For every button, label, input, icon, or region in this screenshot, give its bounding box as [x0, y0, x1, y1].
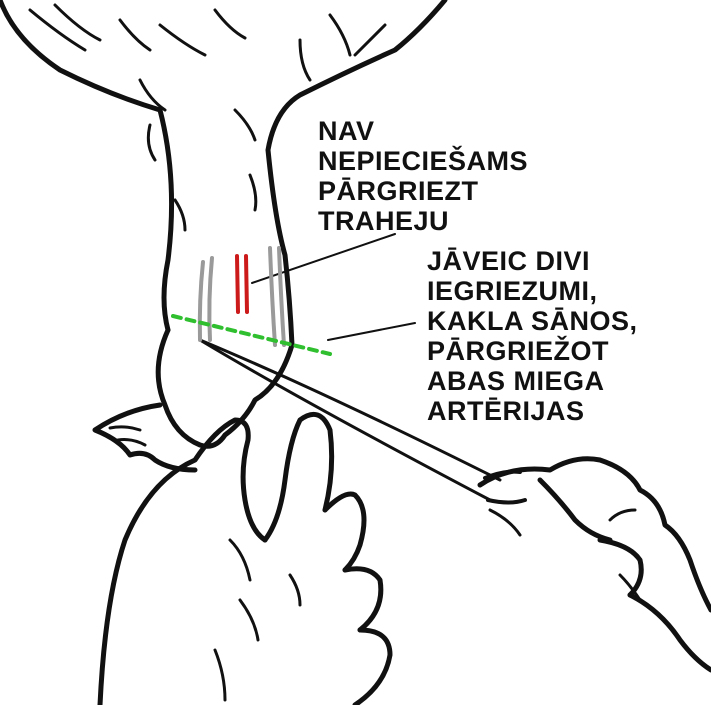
- bird-head-outline: [155, 327, 295, 449]
- feather-stroke: [233, 108, 257, 142]
- feather-stroke: [173, 198, 187, 232]
- feather-stroke: [353, 23, 387, 57]
- right-hand-finger: [537, 477, 613, 543]
- feather-stroke: [328, 13, 352, 57]
- right-hand-finger: [627, 592, 711, 673]
- artery-cut-lines: [235, 254, 249, 314]
- left-hand-finger: [262, 411, 335, 543]
- bird-beak: [92, 402, 198, 473]
- right-hand-knuckle: [488, 508, 522, 537]
- trachea-note-line: NEPIECIEŠAMS: [318, 146, 529, 176]
- knife-handle: [483, 469, 527, 505]
- feather-stroke: [53, 3, 102, 42]
- bird-body-left-outline: [0, 0, 175, 333]
- knife-blade-icon: [198, 338, 502, 482]
- feather-stroke: [248, 173, 258, 212]
- feather-stroke: [298, 38, 312, 82]
- cut-note-line: KAKLA SĀNOS,: [427, 306, 638, 336]
- knife-blade-edge: [198, 338, 492, 502]
- right-hand-knuckle: [608, 508, 637, 522]
- left-hand-outline: [97, 417, 268, 705]
- left-hand-finger: [342, 566, 384, 633]
- left-hand-knuckle: [213, 648, 227, 702]
- feather-stroke: [146, 123, 157, 162]
- right-hand-finger: [597, 537, 644, 598]
- trachea-note-line: PĀRGRIEZT: [318, 176, 479, 206]
- cut-guide-dashed-line: [171, 314, 332, 356]
- cut-note-line: ABAS MIEGA: [427, 366, 605, 396]
- left-hand-knuckle: [288, 573, 302, 607]
- left-hand-knuckle: [228, 538, 252, 582]
- trachea-note-label: NAV NEPIECIEŠAMS PĀRGRIEZT TRAHEJU: [318, 116, 528, 236]
- cut-leader-line: [327, 322, 416, 341]
- left-hand-finger: [322, 491, 367, 573]
- cut-note-line: ARTĒRIJAS: [427, 396, 585, 426]
- cut-note-line: IEGRIEZUMI,: [427, 276, 598, 306]
- feather-stroke: [213, 8, 247, 40]
- feather-stroke: [158, 23, 207, 57]
- right-hand-knuckle: [618, 573, 642, 602]
- cut-note-label: JĀVEIC DIVI IEGRIEZUMI, KAKLA SĀNOS, PĀR…: [427, 246, 638, 426]
- trachea-note-line: TRAHEJU: [318, 206, 450, 236]
- left-hand-knuckle: [238, 598, 260, 642]
- cut-note-line: JĀVEIC DIVI: [427, 246, 591, 276]
- feather-stroke: [28, 8, 87, 52]
- feather-stroke: [138, 78, 167, 112]
- right-hand-outline: [477, 456, 711, 613]
- feather-stroke: [118, 18, 152, 52]
- wattle-stroke: [108, 425, 142, 432]
- trachea-note-line: NAV: [318, 116, 375, 146]
- trachea-lines: [197, 246, 286, 347]
- left-hand-finger: [352, 627, 393, 705]
- wattle-stroke: [116, 438, 147, 447]
- trachea-leader-line: [251, 233, 396, 284]
- cut-note-line: PĀRGRIEŽOT: [427, 336, 610, 366]
- bird-body-right-outline: [265, 0, 448, 348]
